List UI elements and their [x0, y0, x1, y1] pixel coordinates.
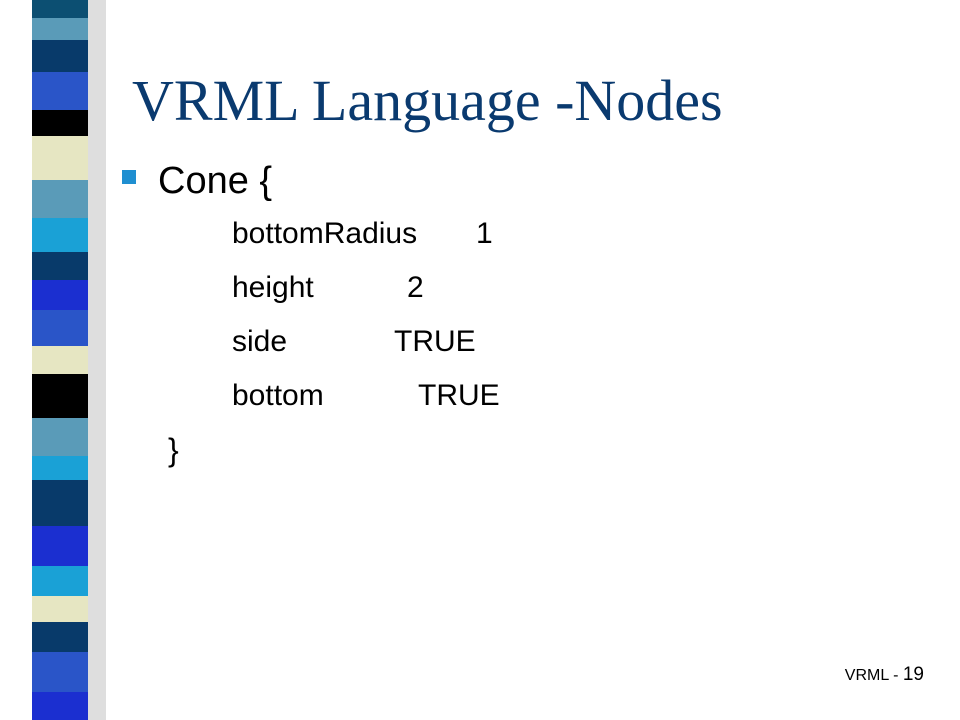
stripe-block	[32, 218, 88, 252]
stripe-block	[32, 456, 88, 480]
stripe-block	[32, 40, 88, 72]
stripe-block	[32, 136, 88, 180]
stripe-block	[32, 526, 88, 566]
stripe-block	[32, 72, 88, 110]
stripe-block	[32, 180, 88, 218]
stripe-block	[32, 310, 88, 346]
stripe-block	[32, 622, 88, 652]
bullet-text: Cone {	[158, 160, 273, 202]
stripe-block	[32, 566, 88, 596]
stripe-block	[32, 280, 88, 310]
field-name: side	[232, 325, 288, 358]
stripe-block	[32, 18, 88, 40]
stripe-block	[32, 418, 88, 456]
striped-color-bar	[0, 0, 110, 720]
stripe-block	[32, 346, 88, 374]
stripe-block	[32, 252, 88, 280]
slide-footer: VRML - 19	[845, 664, 924, 687]
stripe-block	[32, 110, 88, 136]
footer-label: VRML -	[844, 667, 903, 684]
stripe-block	[32, 596, 88, 622]
closing-brace: }	[168, 432, 179, 468]
field-value: TRUE	[418, 379, 500, 412]
field-value: TRUE	[394, 325, 476, 358]
slide-title: VRML Language -Nodes	[132, 68, 723, 133]
field-name: bottom	[232, 379, 324, 412]
page-number: 19	[902, 664, 924, 685]
stripe-block	[32, 652, 88, 692]
field-value: 2	[407, 271, 424, 304]
stripe-block	[32, 374, 88, 418]
field-name: height	[232, 271, 314, 304]
stripe-block	[32, 692, 88, 720]
square-bullet-icon	[122, 170, 136, 184]
stripe-block	[32, 480, 88, 526]
field-value: 1	[476, 217, 493, 250]
stripe-block	[32, 0, 88, 18]
field-name: bottomRadius	[232, 217, 418, 250]
stripe-shadow	[88, 0, 106, 720]
